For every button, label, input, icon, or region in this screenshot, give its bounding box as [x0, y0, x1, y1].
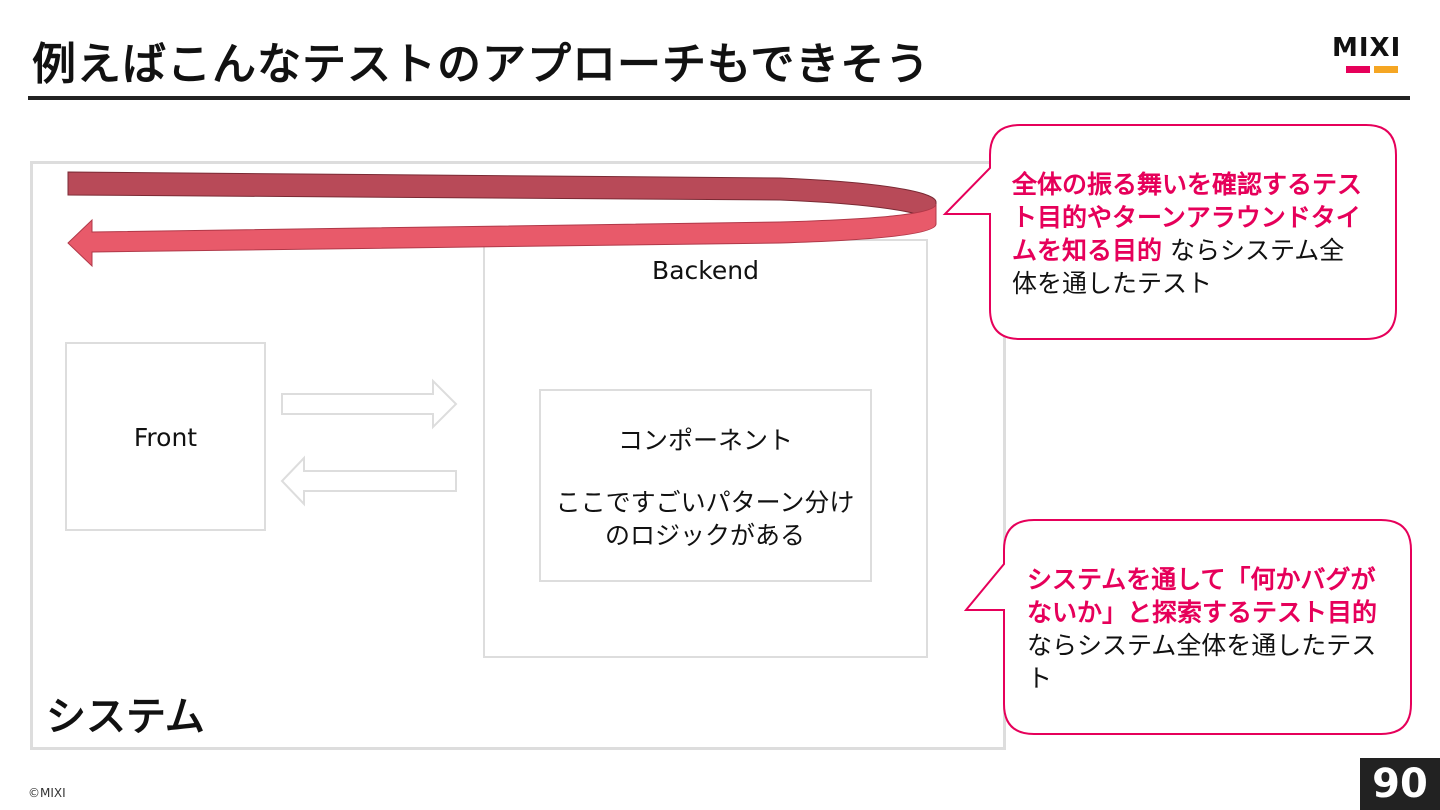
callout-bottom-emphasis: システムを通して「何かバグがないか」と探索するテスト目的: [1027, 565, 1378, 627]
loop-arrow-top-band: [67, 171, 937, 225]
callout-bottom-text: システムを通して「何かバグがないか」と探索するテスト目的ならシステム全体を通した…: [1027, 563, 1377, 695]
logo-bar-orange: [1374, 66, 1398, 73]
callout-top-text: 全体の振る舞いを確認するテスト目的やターンアラウンドタイムを知る目的 ならシステ…: [1012, 168, 1362, 300]
loop-arrow-bottom-band: [67, 203, 937, 268]
backend-label: Backend: [652, 256, 759, 285]
arrow-backend-to-front: [280, 455, 457, 507]
mixi-logo: MIXI: [1332, 34, 1412, 76]
slide-title: 例えばこんなテストのアプローチもできそう: [32, 39, 931, 90]
callout-bubble-top: [942, 124, 1397, 340]
arrow-front-to-backend: [281, 378, 458, 430]
system-label: システム: [46, 694, 205, 740]
callout-bottom-rest: ならシステム全体を通したテスト: [1027, 631, 1377, 693]
callout-bubble-bottom: [963, 519, 1412, 735]
title-divider: [28, 96, 1410, 100]
callout-top-rest: ならシステム全体を通したテスト: [1012, 236, 1345, 298]
front-box: [65, 342, 266, 531]
page-number: 90: [1360, 758, 1440, 810]
component-description: ここですごいパターン分けのロジックがある: [555, 488, 855, 550]
component-box: [539, 389, 872, 582]
copyright: ©MIXI: [28, 786, 66, 800]
logo-bar-pink: [1346, 66, 1370, 73]
callout-top-emphasis: 全体の振る舞いを確認するテスト目的やターンアラウンドタイムを知る目的: [1012, 170, 1363, 265]
front-label: Front: [133, 423, 198, 452]
logo-text: MIXI: [1332, 33, 1402, 63]
component-label: コンポーネント: [617, 426, 793, 455]
